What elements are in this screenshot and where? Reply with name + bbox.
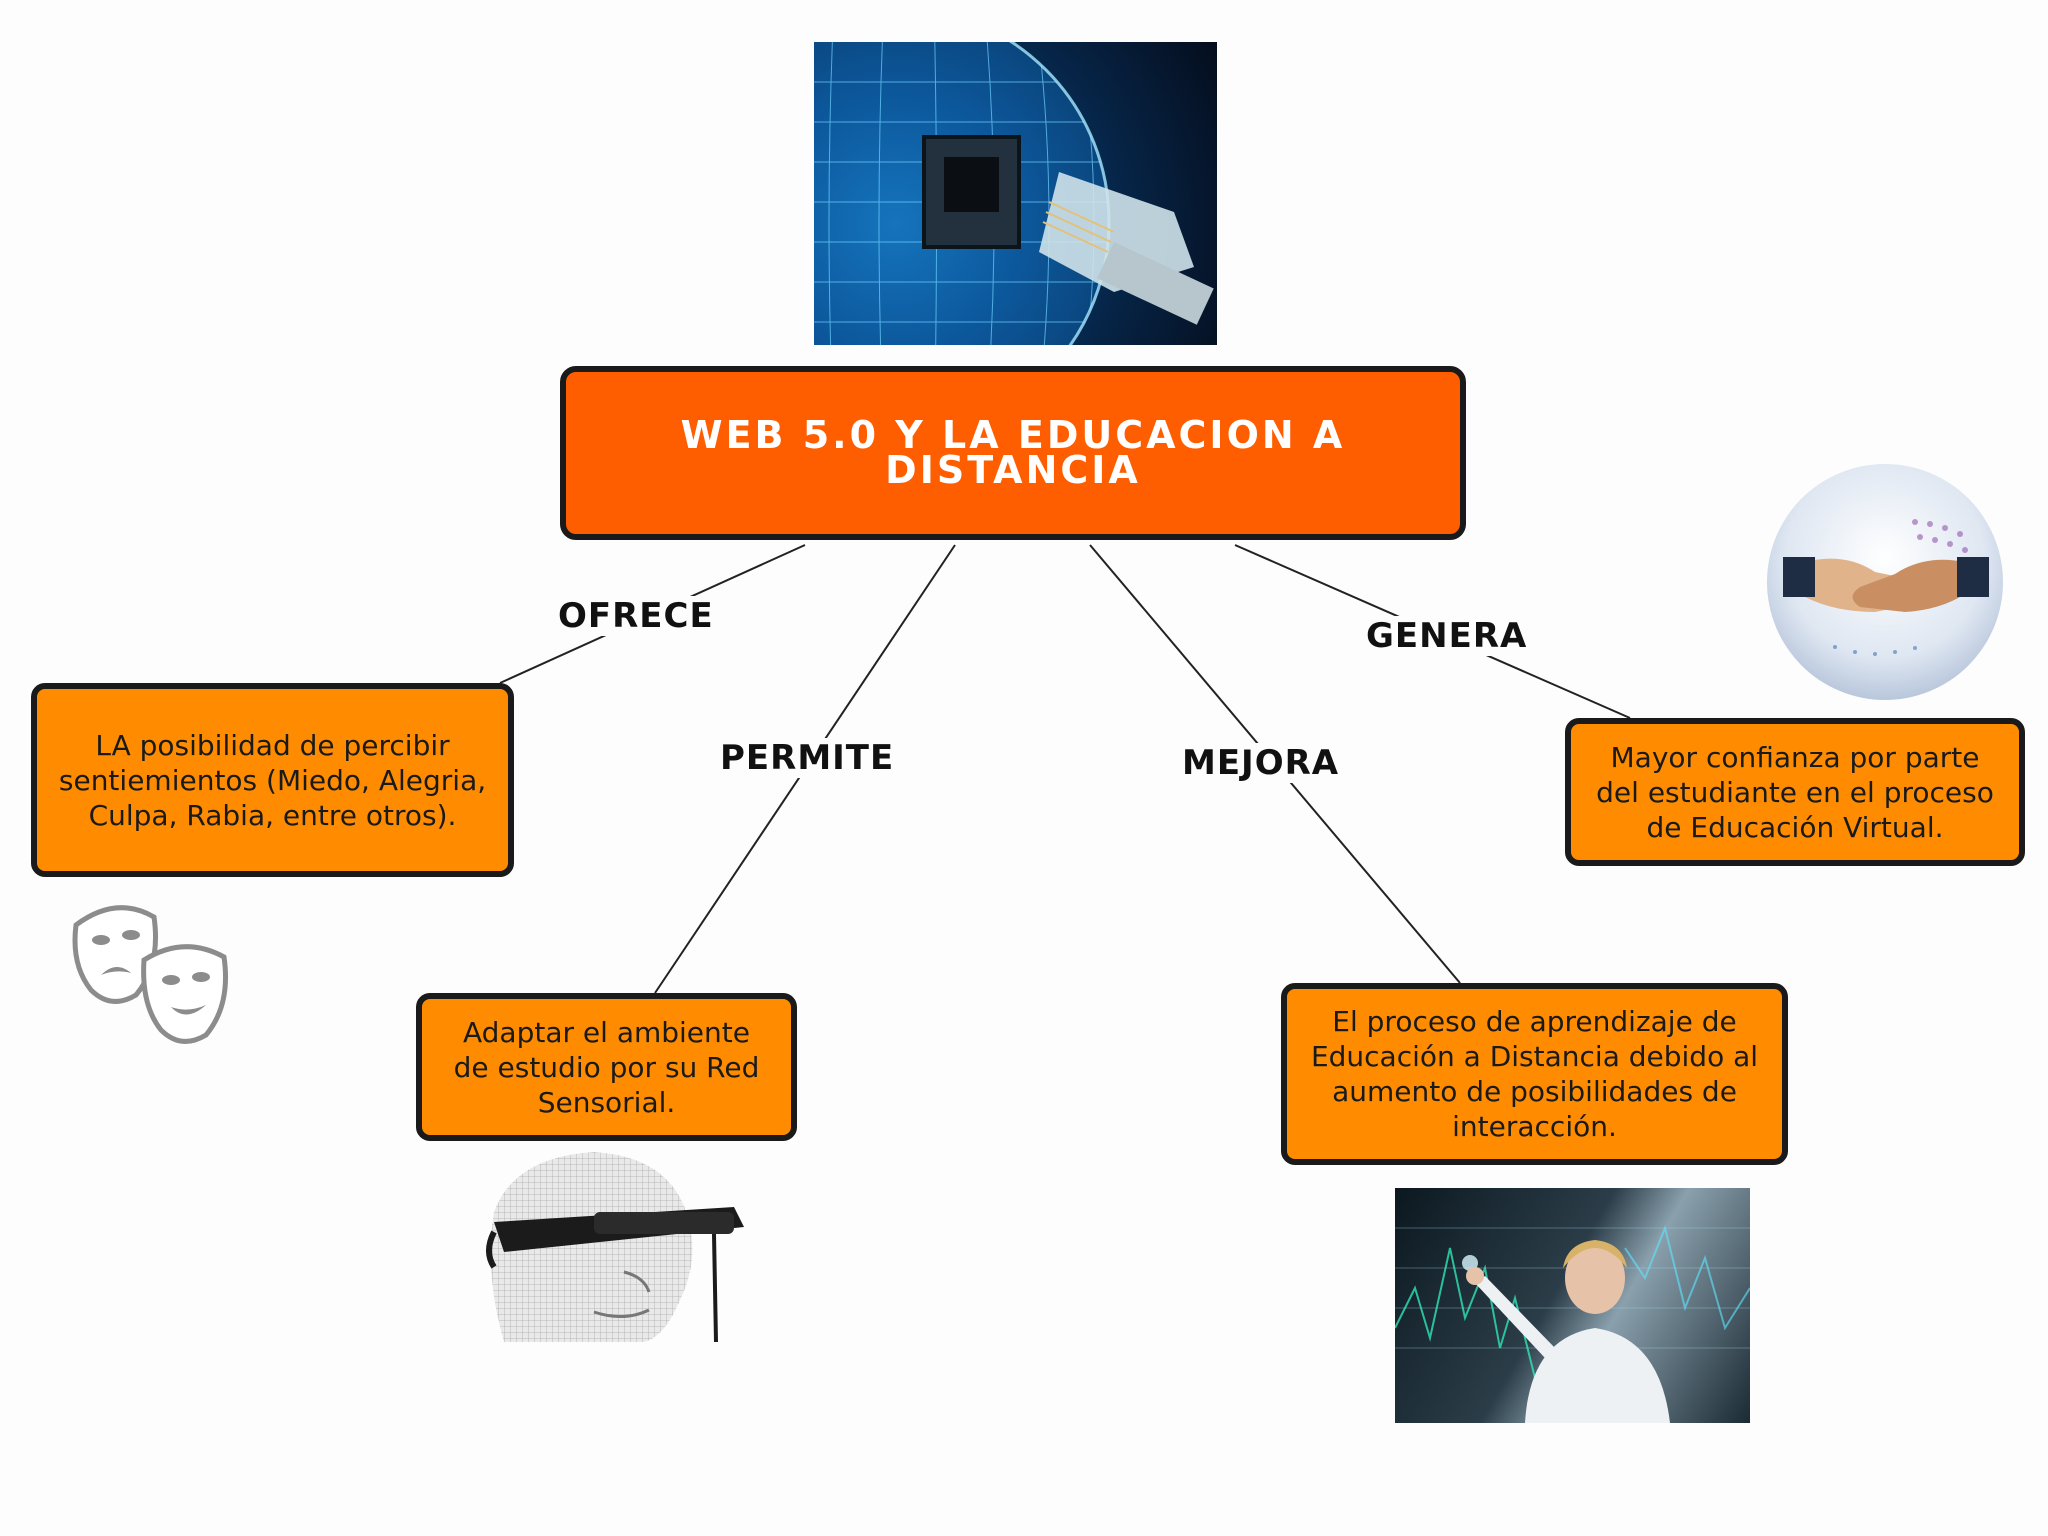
theater-masks-icon [66,895,246,1047]
label-mejora: MEJORA [1176,743,1346,783]
node-permite-text: Adaptar el ambiente de estudio por su Re… [453,1015,760,1119]
node-genera: Mayor confianza por parte del estudiante… [1565,718,2025,866]
label-genera: GENERA [1360,616,1534,656]
label-ofrece: OFRECE [552,596,720,636]
node-mejora: El proceso de aprendizaje de Educación a… [1281,983,1788,1165]
label-permite: PERMITE [714,738,901,778]
node-mejora-text: El proceso de aprendizaje de Educación a… [1310,1005,1759,1143]
woman-hologram-image [1395,1188,1750,1423]
vr-glasses-head-image [474,1152,750,1343]
node-genera-text: Mayor confianza por parte del estudiante… [1596,740,1994,844]
node-ofrece-text: LA posibilidad de percibir sentiemientos… [58,728,487,832]
central-topic-title: WEB 5.0 Y LA EDUCACION A DISTANCIA [680,413,1346,492]
node-ofrece: LA posibilidad de percibir sentiemientos… [31,683,514,877]
central-topic-box: WEB 5.0 Y LA EDUCACION A DISTANCIA [560,366,1466,540]
handshake-image [1765,462,2005,702]
node-permite: Adaptar el ambiente de estudio por su Re… [416,993,797,1141]
globe-network-image [814,42,1217,345]
